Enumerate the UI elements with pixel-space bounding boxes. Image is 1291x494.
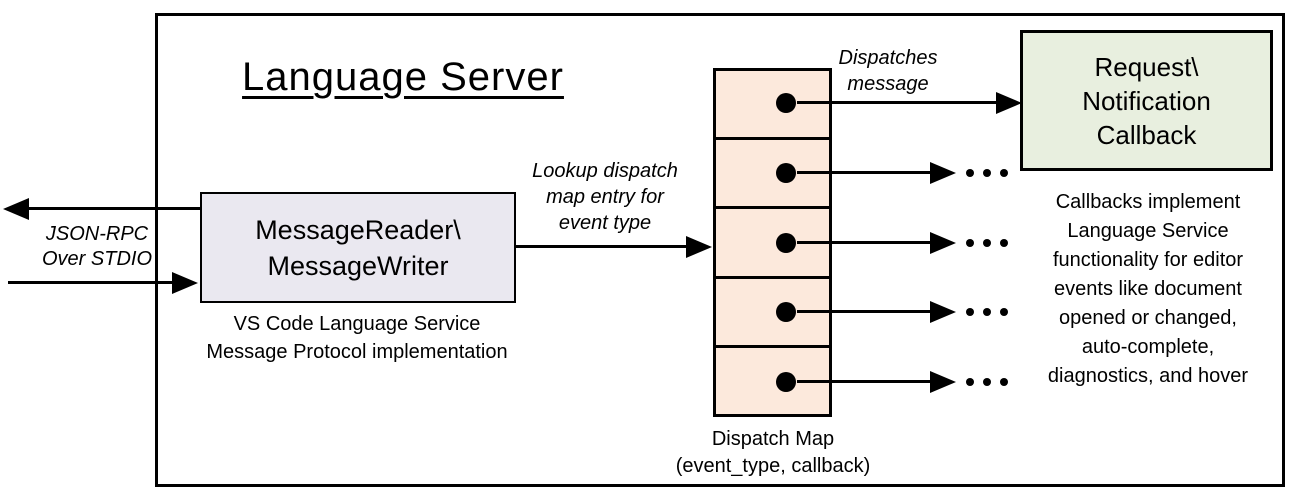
callbacks-note-line5: opened or changed, bbox=[1059, 307, 1237, 329]
dispatches-message-label: Dispatches message bbox=[818, 45, 958, 97]
callbacks-note-line6: auto-complete, bbox=[1081, 336, 1215, 358]
dispatch-entry-dot-icon bbox=[776, 163, 796, 183]
dispatch-entry-dot-icon bbox=[776, 302, 796, 322]
dispatch-entry-dot-icon bbox=[776, 233, 796, 253]
dispatch-arrowhead-icon bbox=[930, 232, 956, 254]
dispatch-arrow-line bbox=[797, 380, 930, 383]
lookup-label: Lookup dispatch map entry for event type bbox=[515, 158, 695, 236]
dispatch-map-cell bbox=[716, 344, 829, 415]
callbacks-note-line2: Language Service bbox=[1067, 220, 1229, 242]
ellipsis-icon bbox=[966, 308, 1008, 316]
callback-box-line1: Request\ bbox=[1094, 51, 1199, 82]
json-rpc-label: JSON-RPC Over STDIO bbox=[17, 222, 177, 272]
lookup-arrow-line bbox=[514, 245, 688, 248]
message-box-caption: VS Code Language Service Message Protoco… bbox=[187, 310, 527, 366]
message-box-line1: MessageReader\ bbox=[255, 214, 461, 245]
dispatch-arrowhead-icon bbox=[996, 92, 1022, 114]
callback-box-line3: Callback bbox=[1096, 119, 1197, 150]
callbacks-note: Callbacks implement Language Service fun… bbox=[1022, 188, 1274, 391]
diagram-title: Language Server bbox=[242, 55, 564, 99]
stdio-in-line bbox=[8, 281, 172, 284]
right-arrowhead-icon bbox=[172, 272, 198, 294]
message-reader-writer-box: MessageReader\ MessageWriter bbox=[200, 192, 516, 303]
message-box-caption-line1: VS Code Language Service bbox=[233, 313, 481, 335]
callbacks-note-line1: Callbacks implement bbox=[1055, 191, 1241, 213]
dispatches-label-line2: message bbox=[847, 73, 929, 95]
callbacks-note-line7: diagnostics, and hover bbox=[1047, 365, 1249, 387]
dispatch-arrowhead-icon bbox=[930, 371, 956, 393]
message-box-caption-line2: Message Protocol implementation bbox=[206, 341, 508, 363]
message-box-line2: MessageWriter bbox=[267, 250, 449, 281]
dispatch-arrow-line bbox=[797, 310, 930, 313]
dispatch-arrow-line bbox=[797, 101, 996, 104]
lookup-label-line3: event type bbox=[558, 212, 652, 234]
dispatch-arrowhead-icon bbox=[930, 301, 956, 323]
dispatch-map-caption-line1: Dispatch Map bbox=[711, 428, 835, 450]
json-rpc-label-line2: Over STDIO bbox=[41, 248, 152, 270]
callbacks-note-line4: events like document bbox=[1054, 278, 1242, 300]
left-arrowhead-icon bbox=[3, 198, 29, 220]
lookup-label-line1: Lookup dispatch bbox=[532, 160, 678, 182]
dispatch-arrow-line bbox=[797, 171, 930, 174]
ellipsis-icon bbox=[966, 169, 1008, 177]
callback-box-line2: Notification bbox=[1082, 85, 1211, 116]
ellipsis-icon bbox=[966, 239, 1008, 247]
dispatch-entry-dot-icon bbox=[776, 93, 796, 113]
dispatch-entry-dot-icon bbox=[776, 372, 796, 392]
ellipsis-icon bbox=[966, 378, 1008, 386]
request-notification-callback-box: Request\ Notification Callback bbox=[1020, 30, 1273, 171]
lookup-label-line2: map entry for bbox=[546, 186, 664, 208]
dispatch-arrowhead-icon bbox=[930, 162, 956, 184]
stdio-out-line bbox=[27, 207, 200, 210]
dispatches-label-line1: Dispatches bbox=[838, 47, 938, 69]
callbacks-note-line3: functionality for editor bbox=[1052, 249, 1244, 271]
dispatch-map-caption: Dispatch Map (event_type, callback) bbox=[648, 426, 898, 480]
dispatch-map-caption-line2: (event_type, callback) bbox=[675, 455, 871, 477]
dispatch-map-cell bbox=[716, 71, 829, 138]
lookup-arrowhead-icon bbox=[686, 236, 712, 258]
json-rpc-label-line1: JSON-RPC bbox=[45, 223, 149, 245]
dispatch-arrow-line bbox=[797, 241, 930, 244]
